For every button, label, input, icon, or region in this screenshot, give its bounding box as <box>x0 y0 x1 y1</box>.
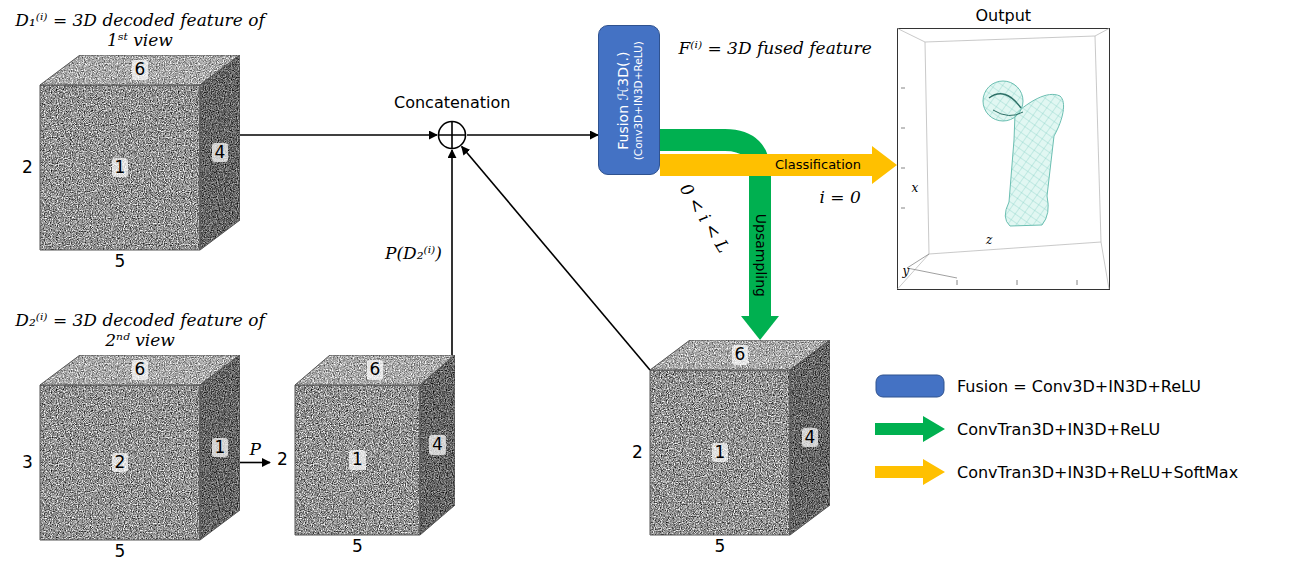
concatenation-label: Concatenation <box>394 93 510 112</box>
legend-box-swatch <box>875 372 947 400</box>
face-number: 4 <box>429 435 446 455</box>
connector-arrow <box>451 150 453 355</box>
cube-face <box>200 355 240 540</box>
condition-label: 0 < i < L <box>676 180 734 256</box>
cube-face <box>40 85 200 250</box>
face-number: 1 <box>712 443 729 463</box>
axis-label: y <box>903 264 910 278</box>
output-plot <box>897 28 1110 290</box>
concatenation-node: Concatenation <box>437 120 467 150</box>
cube-face-tone <box>200 55 240 250</box>
face-number: 2 <box>112 453 129 473</box>
cube-face-tone <box>295 385 420 535</box>
cube-face <box>790 340 830 535</box>
cube-face-tone <box>650 370 790 535</box>
classification-arrow <box>660 146 897 184</box>
cube-face-tone <box>790 340 830 535</box>
upsampling-arrow-head <box>741 316 779 340</box>
face-number: 6 <box>132 60 149 80</box>
face-number: 5 <box>112 252 129 272</box>
concatenation-symbol <box>437 120 467 150</box>
view-caption: D₂⁽ⁱ⁾ = 3D decoded feature of 2ⁿᵈ view <box>15 310 265 351</box>
face-number: 5 <box>112 542 129 562</box>
cube-face <box>295 385 420 535</box>
connector-arrow <box>240 462 270 464</box>
cube-face-tone <box>200 355 240 540</box>
edge-label: P(D₂⁽ⁱ⁾) <box>385 243 442 263</box>
edge-label: Upsampling <box>752 211 769 300</box>
fusion-detail: (Conv3D+IN3D+ReLU) <box>631 41 644 160</box>
face-number: 6 <box>132 360 149 380</box>
feature-annotation: F⁽ⁱ⁾ = 3D fused feature <box>679 38 872 58</box>
legend-text: ConvTran3D+IN3D+ReLU+SoftMax <box>957 463 1238 482</box>
legend-text: Fusion = Conv3D+IN3D+ReLU <box>957 377 1201 396</box>
condition-label: i = 0 <box>820 187 861 207</box>
face-number: 2 <box>629 443 646 463</box>
fusion-box: Fusion ℋ3D(.)(Conv3D+IN3D+ReLU) <box>598 25 660 175</box>
axis-label: x <box>912 181 919 195</box>
face-number: 5 <box>349 537 366 557</box>
connector-arrow <box>240 134 437 136</box>
output-plot-frame: Outputxzy <box>897 28 1110 290</box>
feature-cube-node: 6 1 4 2 5 <box>270 355 455 559</box>
connector-arrow <box>462 146 650 370</box>
fusion-text-group: Fusion ℋ3D(.)(Conv3D+IN3D+ReLU) <box>614 41 643 160</box>
view-caption: D₁⁽ⁱ⁾ = 3D decoded feature of 1ˢᵗ view <box>15 10 265 51</box>
face-number: 5 <box>712 537 729 557</box>
cube-face <box>420 355 455 535</box>
face-number: 2 <box>19 158 36 178</box>
feature-cube-node: D₂⁽ⁱ⁾ = 3D decoded feature of 2ⁿᵈ view62… <box>15 355 240 564</box>
cube-face <box>650 370 790 535</box>
legend-arrow-swatch <box>875 415 947 443</box>
connector-arrow <box>467 134 598 136</box>
face-number: 2 <box>274 450 291 470</box>
cube-face-tone <box>40 85 200 250</box>
edge-label: P <box>250 439 261 459</box>
cube-face <box>200 55 240 250</box>
feature-cube-node: D₁⁽ⁱ⁾ = 3D decoded feature of 1ˢᵗ view61… <box>15 55 240 274</box>
face-number: 1 <box>112 158 129 178</box>
face-number: 1 <box>349 450 366 470</box>
face-number: 3 <box>19 453 36 473</box>
face-number: 4 <box>212 143 229 163</box>
face-number: 6 <box>367 360 384 380</box>
feature-cube-node: 6 1 4 2 5 <box>625 340 830 559</box>
face-number: 4 <box>802 428 819 448</box>
fusion-title: Fusion ℋ3D(.) <box>614 41 631 160</box>
cube-face-tone <box>420 355 455 535</box>
cube-face <box>40 385 200 540</box>
legend-text: ConvTran3D+IN3D+ReLU <box>957 420 1160 439</box>
cube-face-tone <box>40 385 200 540</box>
legend-arrow-swatch <box>875 458 947 486</box>
plot-title: Output <box>976 6 1032 25</box>
edge-label: Classification <box>772 157 864 173</box>
face-number: 1 <box>212 438 229 458</box>
axis-label: z <box>986 233 992 247</box>
face-number: 6 <box>732 345 749 365</box>
